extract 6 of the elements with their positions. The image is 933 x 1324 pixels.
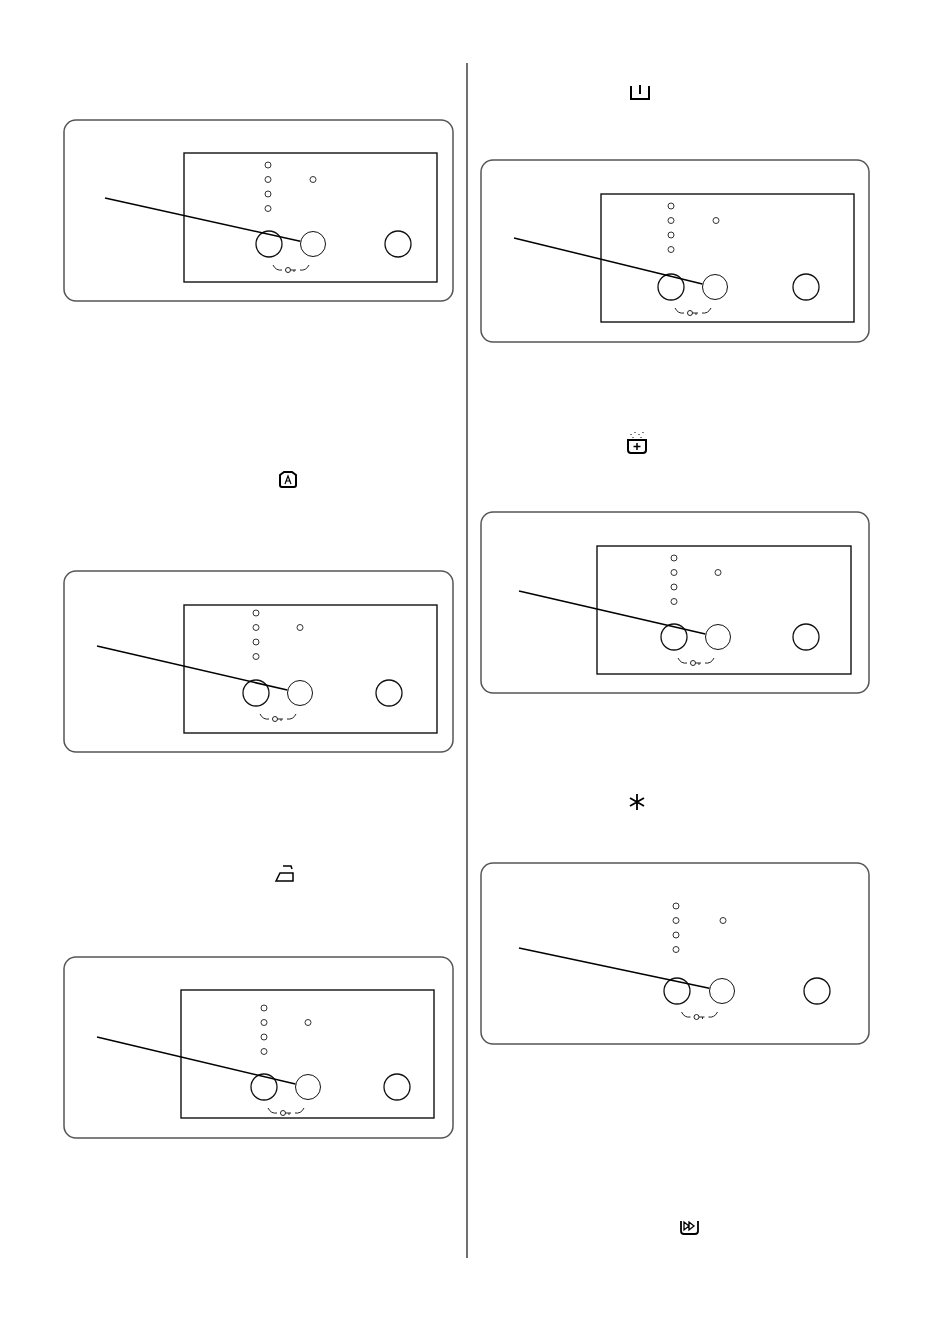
leader-line xyxy=(518,947,711,990)
leader-line xyxy=(518,590,707,635)
leader-line xyxy=(104,197,302,242)
leader-line xyxy=(513,237,704,285)
leader-line xyxy=(96,645,289,691)
leader-line xyxy=(96,1036,297,1085)
